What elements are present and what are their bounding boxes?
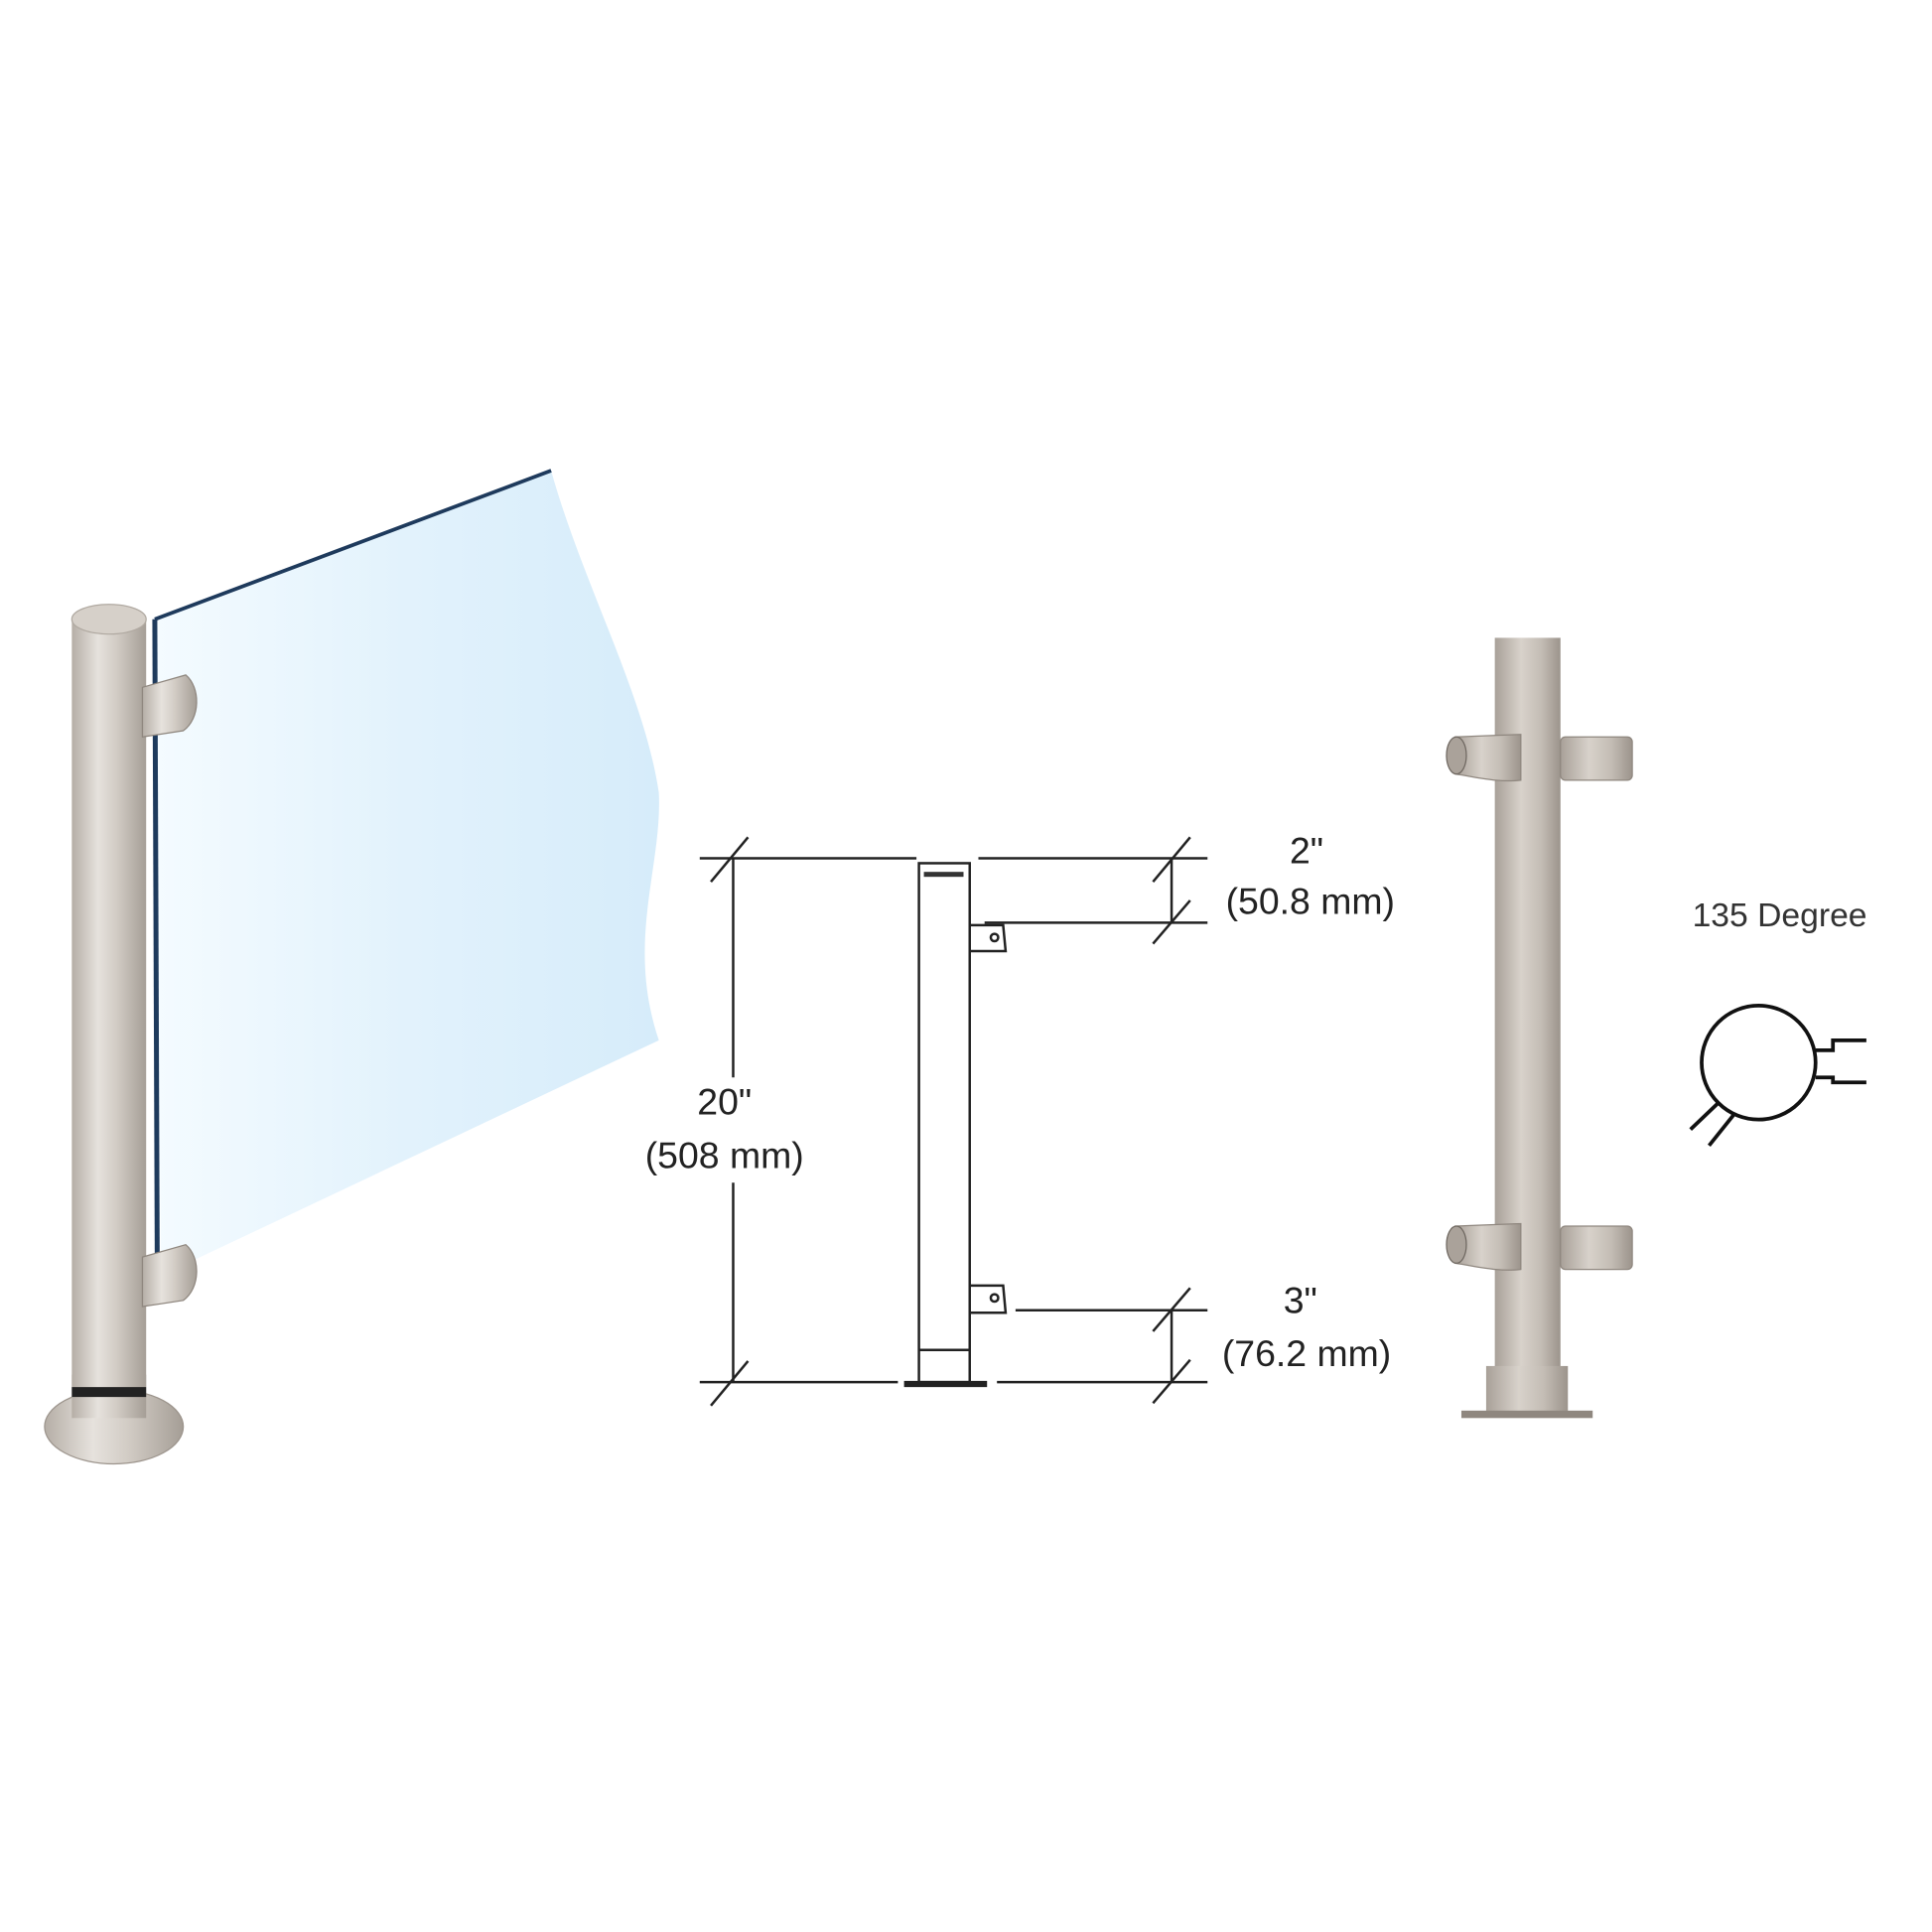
glass-top-edge [154, 469, 552, 621]
angle-label: 135 Degree [1693, 897, 1867, 934]
product-photo-post [1446, 637, 1633, 1419]
dimension-drawing: 20" (508 mm) 2" (50.8 mm) 3" (76.2 mm) [645, 829, 1395, 1407]
post-section-circle [1700, 1004, 1818, 1122]
clamp-section-right [1815, 1037, 1866, 1085]
clamp-tab-top [969, 923, 1008, 953]
base-ring [71, 1387, 147, 1398]
post [71, 619, 147, 1388]
top-offset-metric: (50.8 mm) [1226, 881, 1395, 922]
clamp-tab-bottom [969, 1284, 1008, 1314]
clamp-section-angled [1689, 1100, 1735, 1148]
glass-clamp-top [141, 674, 198, 738]
product-photo-installed [44, 469, 659, 1465]
clamp-pair-bottom [1446, 1222, 1633, 1271]
base-plate-outline [903, 1380, 988, 1388]
post-outline [917, 862, 971, 1384]
post-cap [70, 604, 147, 635]
clamp-pair-top [1446, 734, 1633, 782]
bottom-offset-metric: (76.2 mm) [1222, 1332, 1391, 1374]
bottom-offset-imperial: 3" [1284, 1279, 1317, 1320]
glass-clamp-bottom [141, 1243, 198, 1308]
overall-height-metric: (508 mm) [645, 1134, 804, 1175]
angle-plan-view: 135 Degree [1689, 897, 1867, 1148]
top-offset-imperial: 2" [1290, 829, 1323, 871]
base-plate [1460, 1410, 1593, 1419]
glass-panel [154, 471, 659, 1276]
overall-height-imperial: 20" [697, 1081, 752, 1123]
base-collar [1485, 1365, 1569, 1414]
